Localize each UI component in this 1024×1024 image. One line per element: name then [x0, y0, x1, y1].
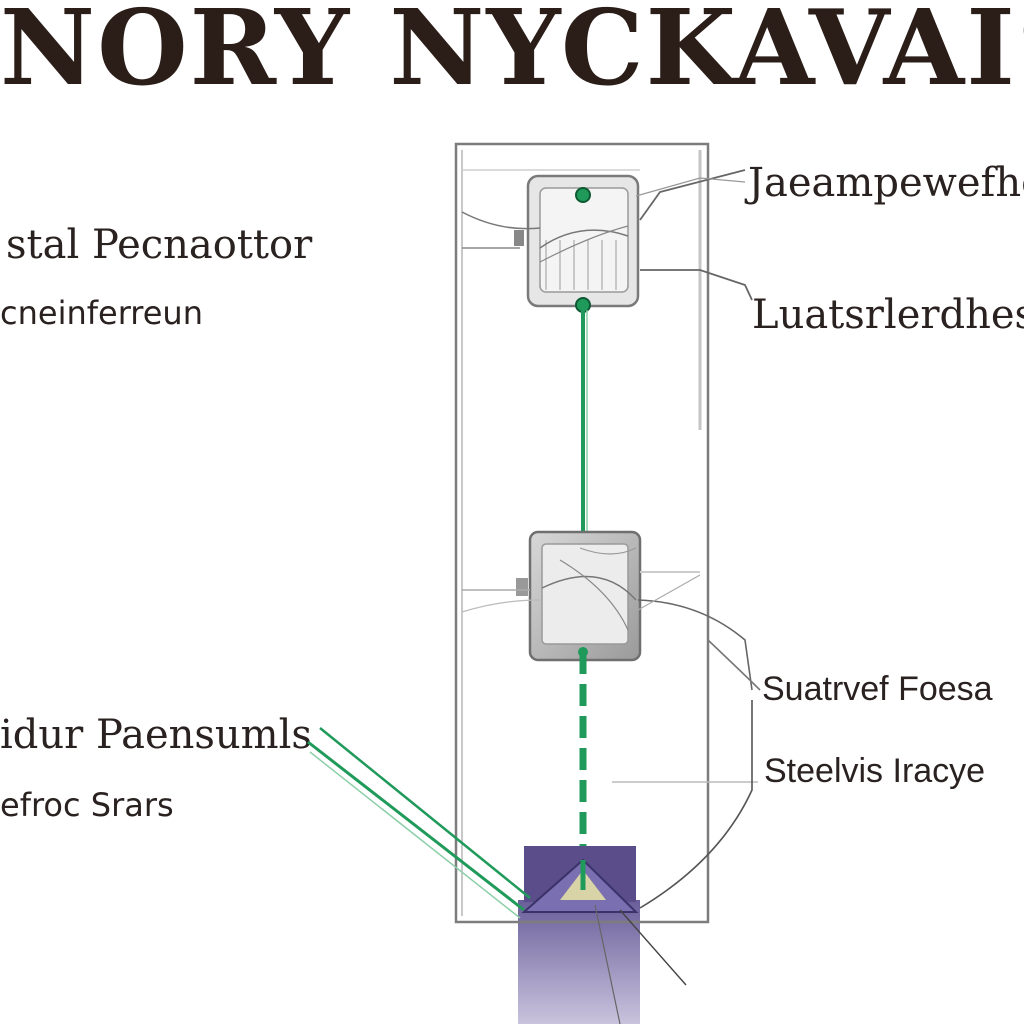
green-lead-2 — [319, 727, 531, 899]
base-post — [518, 900, 640, 1024]
base-terminal-icon — [521, 846, 639, 913]
left-label-top-1: stal Pecnaottor — [6, 222, 313, 268]
left-label-bottom-1: idur Paensumls — [0, 712, 312, 758]
right-label-2: Luatsrlerdhes — [752, 292, 1024, 338]
top-connector — [514, 230, 524, 246]
top-device — [526, 174, 640, 308]
diagram-title: NORY NYCKAVAIS — [0, 0, 1024, 100]
middle-connector — [516, 578, 528, 596]
junction-box-icon — [528, 530, 642, 662]
right-label-3: Suatrvef Foesa — [762, 670, 993, 708]
left-label-bottom-2: efroc Srars — [0, 786, 174, 824]
right-label-1: Jaeampewefhev — [748, 160, 1024, 206]
green-lead-1 — [307, 740, 525, 912]
right-label-4: Steelvis Iracye — [764, 752, 986, 790]
enclosure-panel — [454, 142, 710, 924]
left-label-top-2: cneinferreun — [0, 294, 203, 332]
indicator-led-icon — [575, 187, 591, 203]
